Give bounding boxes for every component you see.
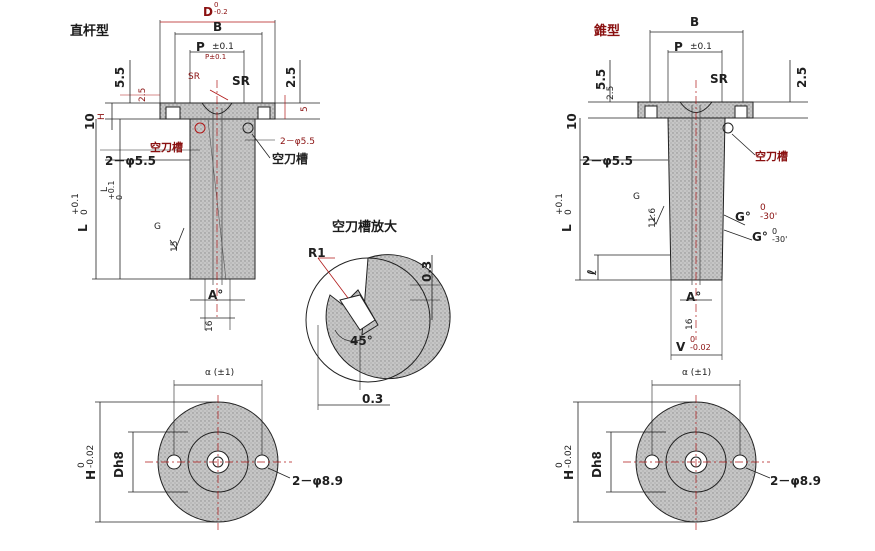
label-relief-straight: 空刀槽 — [272, 152, 309, 166]
dim-16-taper: 16 — [685, 318, 695, 330]
dim-phi5.5-taper: 2－φ5.5 — [582, 154, 633, 168]
dim-A-straight: A° — [208, 288, 224, 302]
dim-G0-taper: G° — [735, 210, 751, 224]
dim-R1: R1 — [308, 246, 326, 260]
label-relief-taper: 空刀槽 — [755, 150, 788, 163]
dim-G0-tol-taper: 0 -30' — [760, 203, 778, 222]
dim-V-taper: V — [676, 340, 686, 354]
dim-L-tol-straight: +0.1 0 — [71, 193, 90, 215]
dim-V-tol-taper: 0 -0.02 — [690, 335, 711, 352]
dim-SR-straight: SR — [232, 74, 250, 88]
taper-top-view — [573, 380, 771, 530]
dim-G-straight: G — [154, 222, 161, 232]
taper-body — [667, 117, 726, 281]
dim-phi8.9-right: 2－φ8.9 — [770, 474, 821, 488]
dim-2.5-right-straight: 2.5 — [284, 66, 298, 88]
dim-P-tol-taper: ±0.1 — [690, 42, 712, 52]
dim-Dh8-right: Dh8 — [590, 451, 604, 478]
dim-11.6-taper: 11.6 — [648, 207, 658, 228]
dim-10-straight: 10 — [83, 113, 97, 130]
dim-0.3-right: 0.3 — [420, 260, 434, 282]
dim-5-right: 5 — [300, 106, 310, 112]
dim-2.5-left-straight: 2.5 — [138, 87, 148, 102]
dim-Dh8-left: Dh8 — [112, 451, 126, 478]
dim-P-taper: P — [674, 40, 683, 54]
dim-B-taper: B — [690, 15, 700, 29]
dim-2.5-right-taper: 2.5 — [795, 66, 809, 88]
dim-H-tol-left: 0 -0.02 — [77, 444, 96, 468]
dim-H-tol-right: 0 -0.02 — [555, 444, 574, 468]
dim-45deg: 45° — [350, 334, 373, 348]
dim-H-left: H — [84, 469, 98, 480]
dim-G0b-tol-taper: 0 -30' — [772, 227, 788, 244]
dim-B-straight: B — [213, 20, 223, 34]
dim-SR-taper: SR — [710, 72, 728, 86]
dim-L-straight: L — [76, 224, 90, 232]
dim-15-straight: 15 — [170, 240, 180, 252]
detail-disc — [325, 254, 451, 380]
dim-L-tol-taper: +0.1 0 — [555, 193, 574, 215]
straight-type-view — [92, 20, 320, 330]
dim-SR-small: SR — [188, 72, 200, 82]
dim-G-taper: G — [633, 192, 640, 202]
dim-16-straight: 16 — [205, 320, 215, 332]
dim-D: D — [203, 5, 213, 19]
dim-l-taper: ℓ — [585, 269, 599, 275]
taper-type-view — [575, 30, 808, 360]
dim-10-taper: 10 — [565, 113, 579, 130]
title-taper-type: 錐型 — [594, 24, 621, 39]
dim-L2-tol-straight: +0.1 0 — [107, 180, 124, 200]
dim-2.5-left-taper: 2.5 — [606, 85, 616, 100]
dim-alpha-left: α (±1) — [205, 368, 235, 378]
dim-phi5.5-right: 2－φ5.5 — [280, 137, 315, 147]
title-relief-detail: 空刀槽放大 — [332, 220, 398, 235]
dim-H-straight: H — [97, 113, 107, 120]
dim-alpha-right: α (±1) — [682, 368, 712, 378]
dim-G0b-taper: G° — [752, 230, 768, 244]
label-relief-straight-left: 空刀槽 — [150, 141, 183, 154]
dim-phi5.5-left: 2－φ5.5 — [105, 154, 156, 168]
title-straight-type: 直杆型 — [70, 24, 110, 39]
dim-P-tol-straight: ±0.1 — [212, 42, 234, 52]
dim-L-taper: L — [560, 224, 574, 232]
dim-phi8.9-left: 2－φ8.9 — [292, 474, 343, 488]
dim-P-sub: P±0.1 — [205, 53, 227, 61]
dim-0.3-bottom: 0.3 — [362, 392, 384, 406]
straight-top-view — [95, 380, 292, 530]
straight-body — [189, 118, 256, 280]
dim-H-right: H — [562, 469, 576, 480]
dim-A-taper: A° — [686, 290, 702, 304]
dim-5.5-straight: 5.5 — [113, 66, 127, 88]
dim-P-straight: P — [196, 40, 205, 54]
dim-D-tol: 0 -0.2 — [214, 1, 228, 16]
relief-groove-detail — [305, 254, 451, 410]
